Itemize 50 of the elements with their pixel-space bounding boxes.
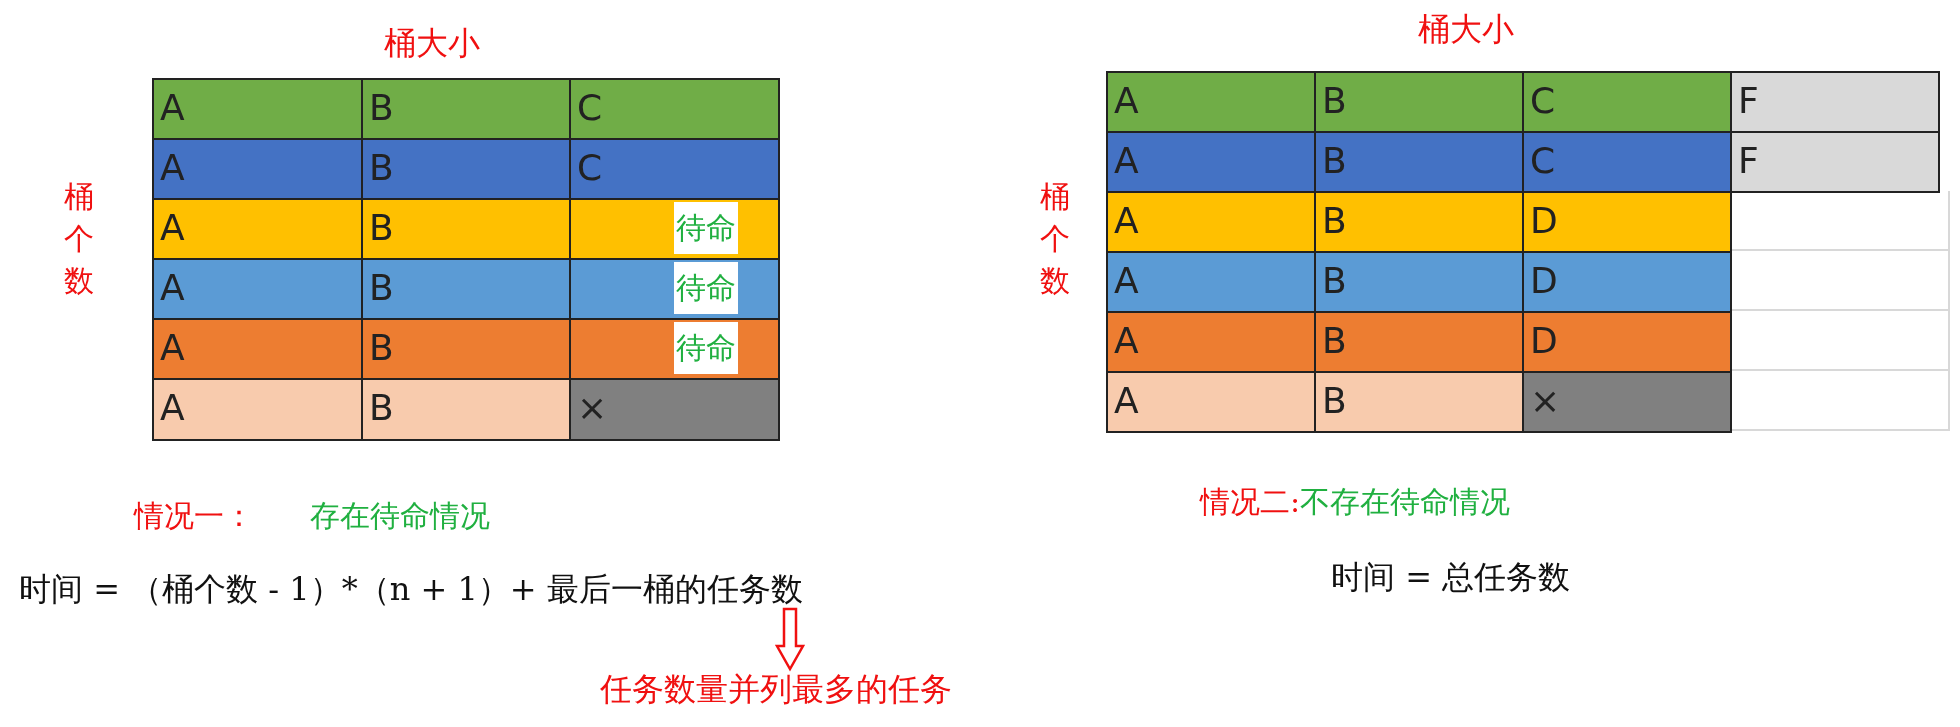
table-cell: B xyxy=(1314,131,1524,193)
axis-label: 桶大小 xyxy=(1418,9,1514,50)
table-cell: A xyxy=(152,198,363,260)
table-cell: D xyxy=(1522,191,1732,253)
table-cell: A xyxy=(1106,371,1316,433)
axis-label: 桶个数 xyxy=(1040,178,1071,300)
formula: 时间 = 总任务数 xyxy=(1331,557,1571,598)
table-cell: B xyxy=(1314,71,1524,133)
table-cell: B xyxy=(361,138,571,200)
formula: 时间 = （桶个数 - 1）*（n + 1）+ 最后一桶的任务数 xyxy=(19,570,803,608)
table-cell: B xyxy=(361,318,571,380)
table-cell: F xyxy=(1730,71,1940,133)
table-cell: B xyxy=(1314,311,1524,373)
table-cell: A xyxy=(1106,71,1316,133)
table-cell: C xyxy=(1522,71,1732,133)
case-label: 不存在待命情况 xyxy=(1300,484,1511,519)
hollow-arrow xyxy=(774,607,806,672)
table-cell: A xyxy=(152,318,363,380)
table-cell: D xyxy=(1522,311,1732,373)
table-cell: A xyxy=(152,78,363,140)
table-cell: A xyxy=(152,378,363,441)
table-cell: F xyxy=(1730,131,1940,193)
table-cell: B xyxy=(1314,251,1524,313)
table-cell: × xyxy=(569,378,780,441)
case-label: 存在待命情况 xyxy=(310,497,490,535)
table-cell: C xyxy=(1522,131,1732,193)
table-cell: C xyxy=(569,78,780,140)
standby-label: 待命 xyxy=(674,262,738,314)
table-cell: × xyxy=(1522,371,1732,433)
case-label: 情况二: xyxy=(1200,484,1301,519)
axis-label: 桶大小 xyxy=(384,23,480,64)
standby-label: 待命 xyxy=(674,202,738,254)
table-cell: A xyxy=(1106,311,1316,373)
table-cell: A xyxy=(1106,191,1316,253)
note-text: 任务数量并列最多的任务 xyxy=(600,670,952,708)
axis-label: 桶个数 xyxy=(64,178,95,300)
table-cell: C xyxy=(569,138,780,200)
case-label: 情况一： xyxy=(134,497,254,535)
table-cell: A xyxy=(152,138,363,200)
table-cell: D xyxy=(1522,251,1732,313)
table-cell: A xyxy=(1106,251,1316,313)
table-cell: B xyxy=(361,198,571,260)
table-cell: B xyxy=(361,78,571,140)
standby-label: 待命 xyxy=(674,322,738,374)
table-cell: A xyxy=(152,258,363,320)
table-cell: A xyxy=(1106,131,1316,193)
table-cell: B xyxy=(361,258,571,320)
table-cell: B xyxy=(1314,191,1524,253)
table-cell: B xyxy=(361,378,571,441)
table-cell: B xyxy=(1314,371,1524,433)
